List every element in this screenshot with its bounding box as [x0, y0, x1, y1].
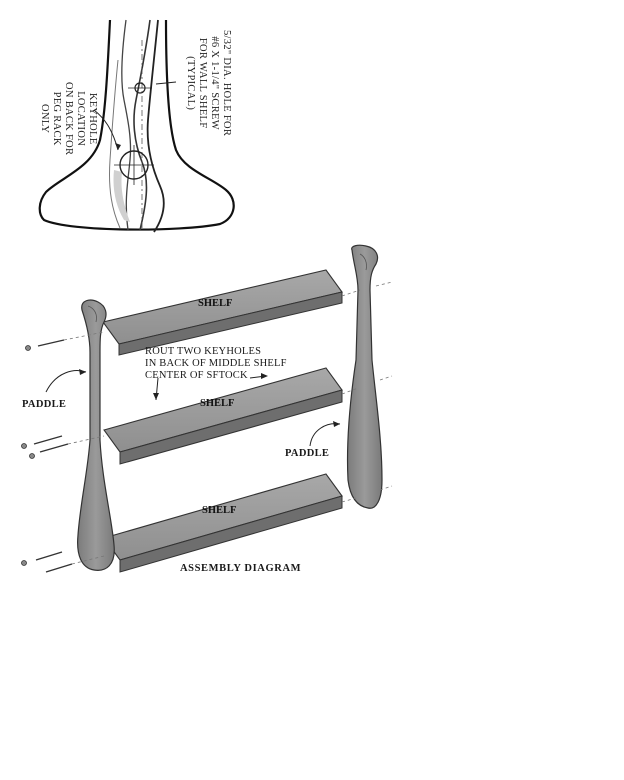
leader-arrowheads — [79, 369, 340, 427]
shelf-label-middle: SHELF — [200, 398, 235, 409]
assembly-diagram-title: ASSEMBLY DIAGRAM — [180, 563, 302, 572]
assembly-title-clip: ASSEMBLY DIAGRAM — [170, 558, 310, 572]
middle-shelf — [103, 367, 343, 465]
bottom-shelf — [103, 473, 343, 573]
rout-note-line-3: CENTER OF SFTOCK — [145, 370, 248, 381]
screws-left — [21, 339, 73, 573]
shelf-label-top: SHELF — [198, 298, 233, 309]
left-paddle — [77, 299, 115, 571]
rout-keyholes-note: ROUT TWO KEYHOLES IN BACK OF MIDDLE SHEL… — [145, 346, 287, 382]
assembly-guide-lines — [63, 281, 393, 565]
rout-note-line-2: IN BACK OF MIDDLE SHELF — [145, 358, 287, 369]
rout-note-line-1: ROUT TWO KEYHOLES — [145, 346, 262, 357]
shelf-label-bottom: SHELF — [202, 505, 237, 516]
top-shelf — [102, 269, 343, 356]
paddle-label-right: PADDLE — [285, 448, 330, 459]
paddle-label-left: PADDLE — [22, 399, 67, 410]
right-paddle — [346, 244, 383, 509]
